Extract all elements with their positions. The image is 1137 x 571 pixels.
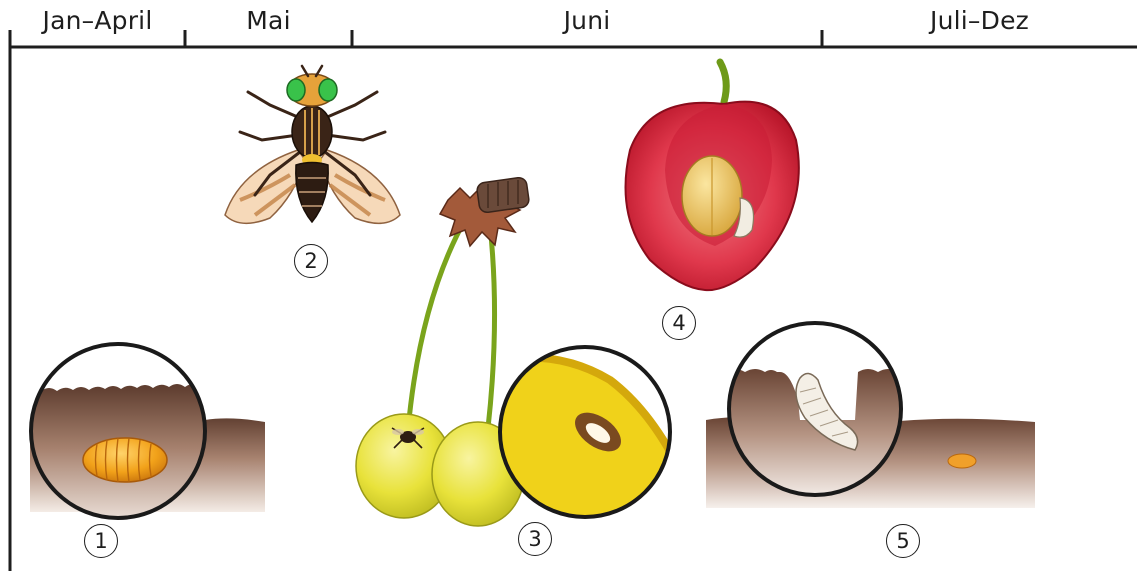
magnifier-lens (495, 340, 680, 525)
stage-4-illustration (626, 62, 799, 290)
stage-number-5: 5 (886, 524, 920, 558)
stage-1-illustration (25, 340, 265, 530)
stage-number-1: 1 (84, 524, 118, 558)
cherry-stem (488, 225, 495, 428)
small-pupa-icon (948, 454, 976, 468)
cherry-stem (720, 62, 726, 102)
stage-number-2: 2 (294, 244, 328, 278)
cherry-stalk-bud (440, 177, 530, 246)
stage-number-4: 4 (662, 306, 696, 340)
cherry-stem (408, 218, 466, 430)
stage-number-3: 3 (518, 522, 552, 556)
fly-icon (225, 66, 400, 223)
stage-3-illustration (356, 177, 680, 526)
stage-5-illustration (706, 320, 1035, 508)
